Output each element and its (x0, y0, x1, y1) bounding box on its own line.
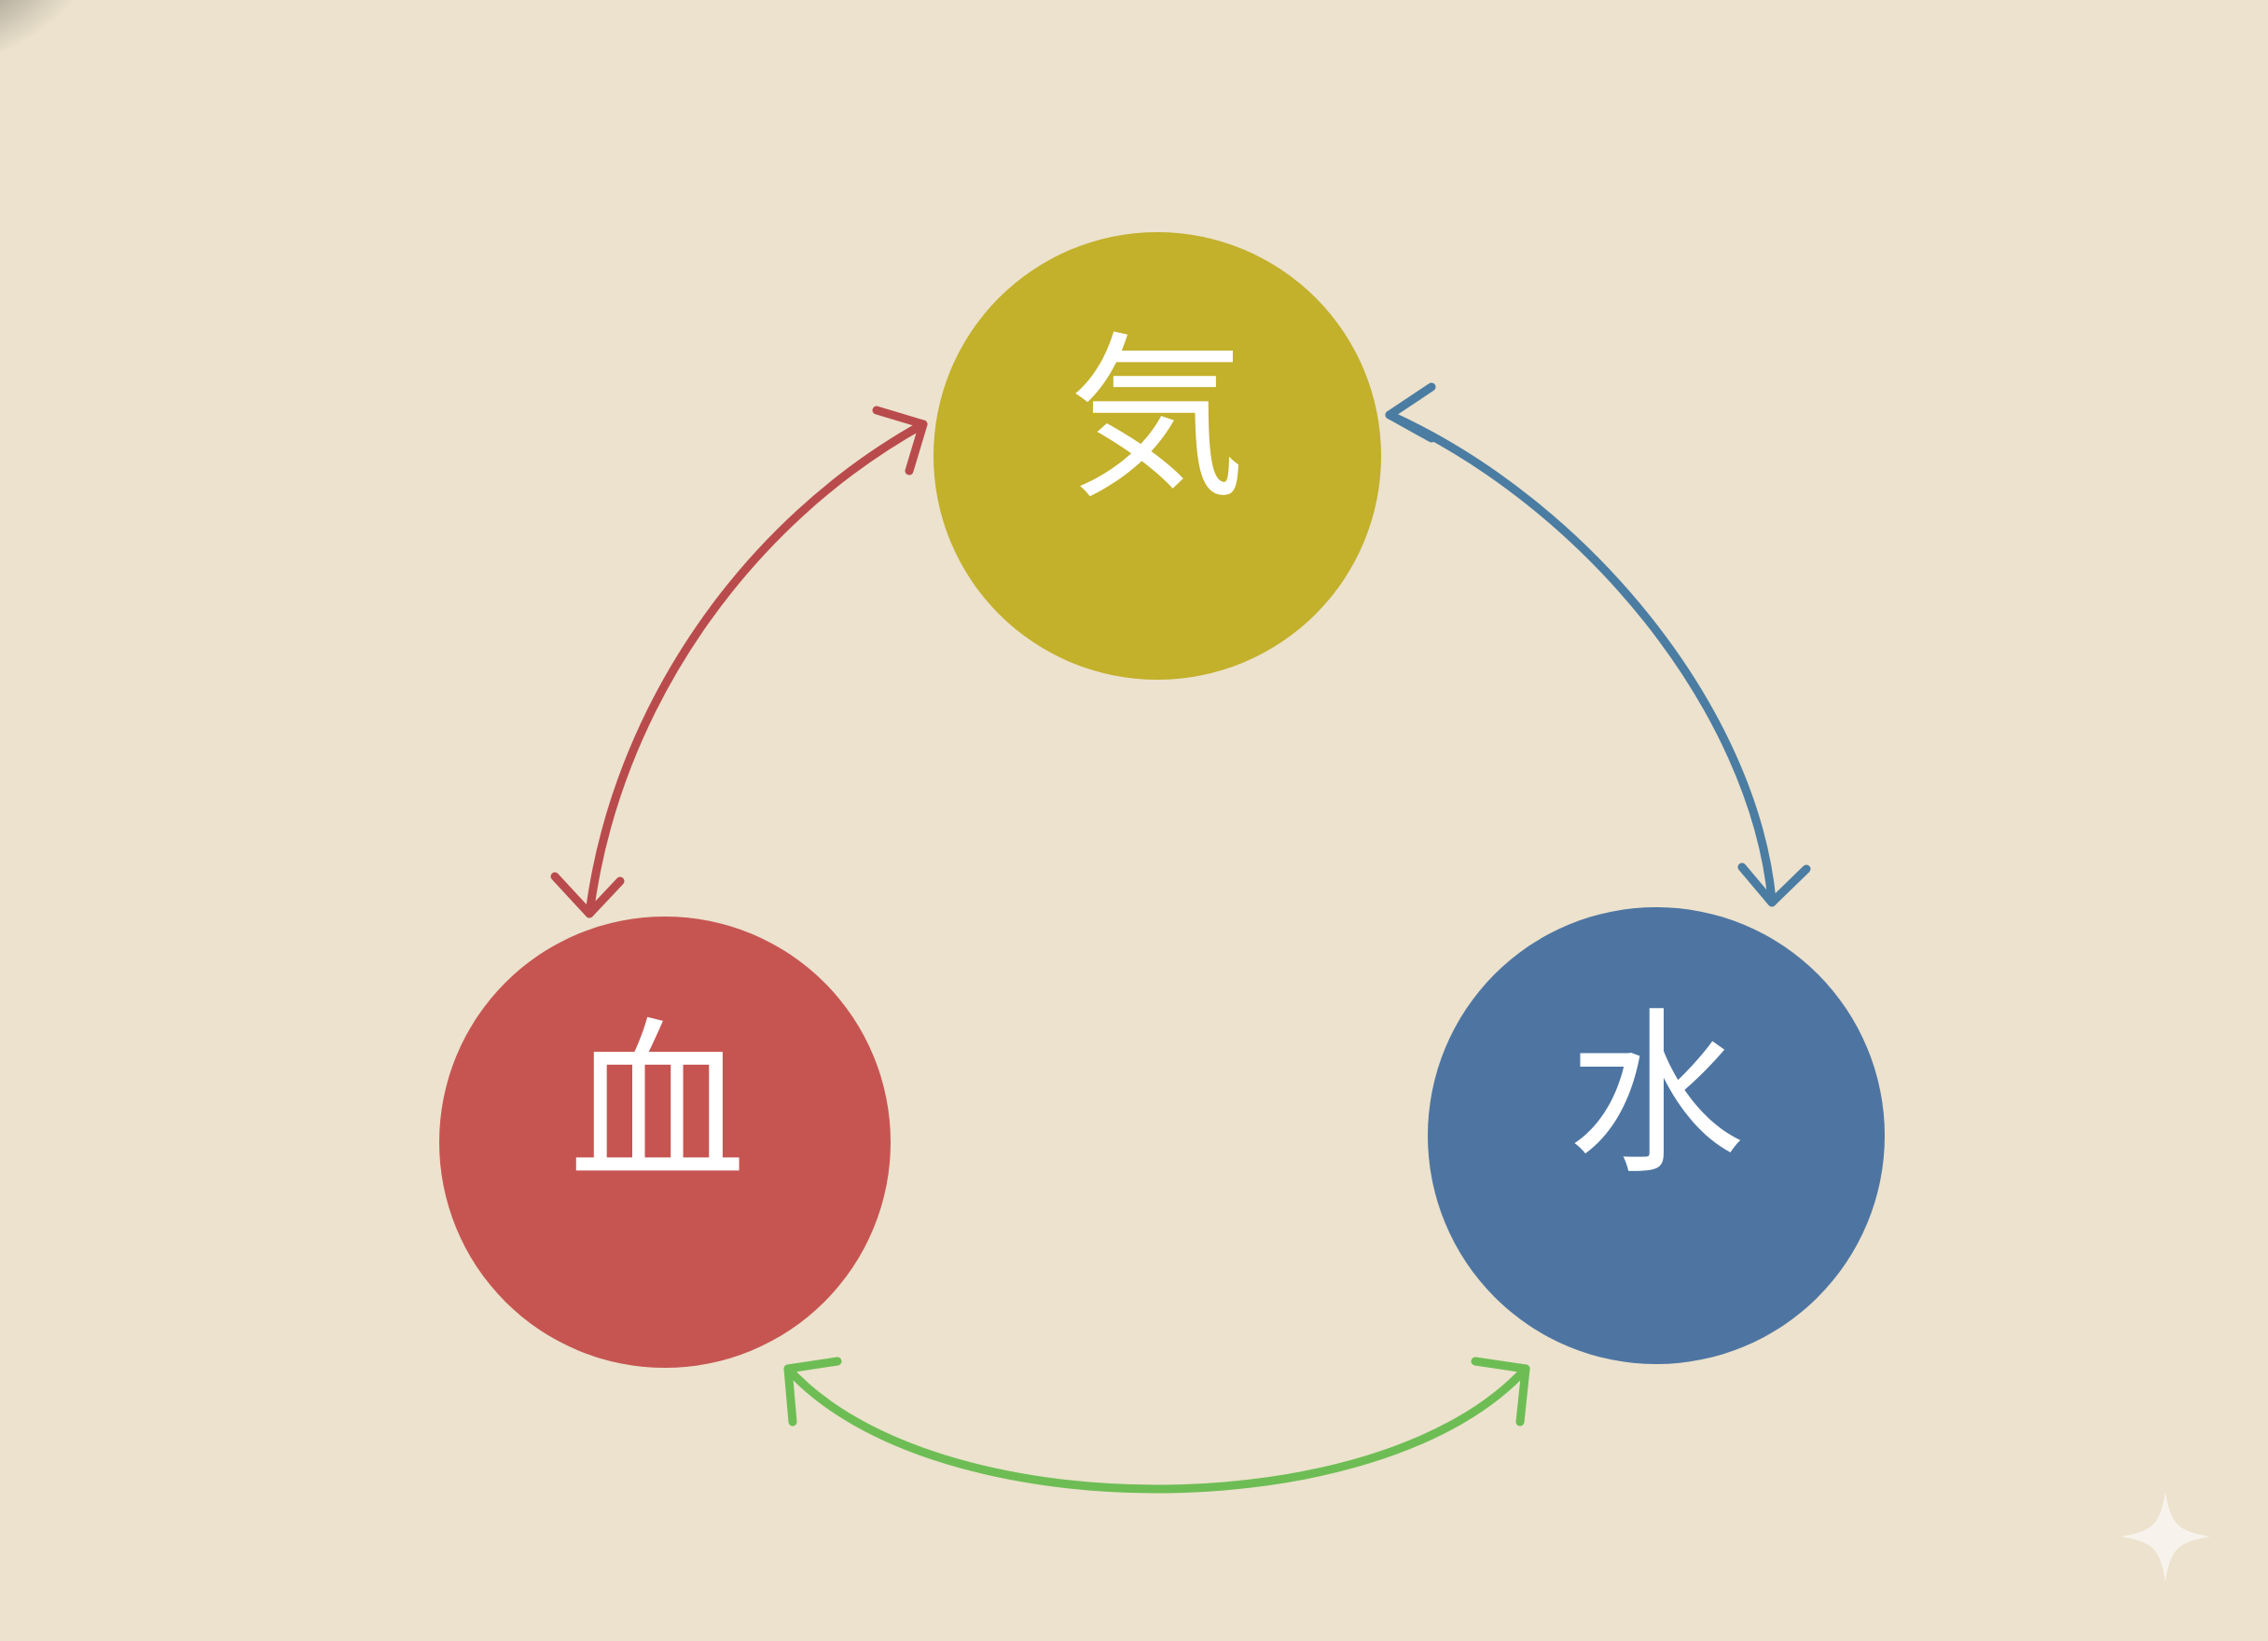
corner-shadow (0, 0, 103, 75)
node-ki-label: 気 (1069, 317, 1246, 523)
sparkle-icon (2121, 1492, 2210, 1581)
node-ketsu: 血 (439, 917, 891, 1368)
ketsu-sui-arrow (783, 1357, 1530, 1494)
ketsu-ki-arrow (550, 406, 928, 918)
arrowhead-icon (550, 872, 625, 918)
arrowhead-icon (1385, 382, 1436, 443)
node-sui-label: 水 (1568, 993, 1745, 1199)
arrowhead-icon (872, 406, 928, 476)
node-sui: 水 (1428, 907, 1885, 1364)
arrowhead-icon (783, 1357, 842, 1427)
arrowhead-icon (1737, 862, 1811, 907)
node-ki: 気 (933, 232, 1381, 680)
arrowhead-icon (1471, 1357, 1530, 1427)
node-ketsu-label: 血 (569, 1002, 746, 1208)
ki-sui-arrow (1385, 382, 1811, 907)
